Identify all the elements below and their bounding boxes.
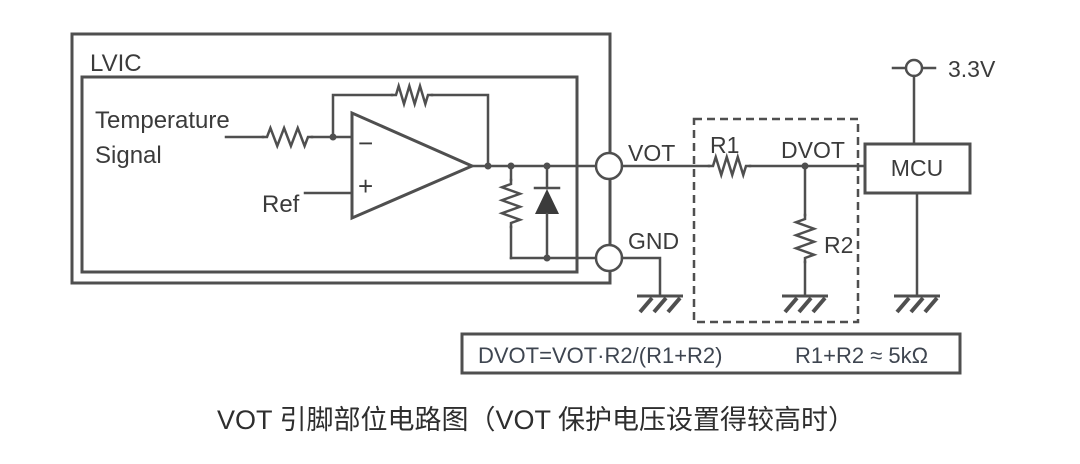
opamp-inverting-input-sign: − [358,128,373,158]
gnd-pin-circle [594,243,624,273]
gnd-pin-label: GND [628,228,679,254]
mcu-label: MCU [891,155,943,181]
clamp-diode-icon [535,189,559,214]
supply-voltage-label: 3.3V [948,56,996,82]
supply-terminal-circle [904,58,924,78]
dvot-label: DVOT [781,137,845,163]
opamp-noninverting-input-sign: + [358,171,373,201]
feedback-resistor [390,81,434,109]
lvic-label: LVIC [90,50,142,77]
figure-caption: VOT 引脚部位电路图（VOT 保护电压设置得较高时） [217,405,855,435]
r1-resistor [707,152,752,180]
gnd-pin-wire [620,256,662,296]
formula-box [460,332,962,375]
feedback-wire-right [430,93,490,168]
ref-label: Ref [262,191,300,218]
r2-label: R2 [824,232,853,258]
divider-network-dashed-box [692,117,860,324]
input-signal-label-line2: Signal [95,142,162,169]
ground-symbol-r2 [782,294,828,314]
feedback-wire-left [331,93,394,139]
vot-pin-label: VOT [628,140,675,166]
ground-symbol-gnd-pin [637,294,683,314]
lvic-inner-box [80,75,579,274]
feedback-node-dot [484,162,492,170]
formula-condition: R1+R2 ≈ 5kΩ [795,343,928,368]
r2-resistor [792,213,818,264]
r1-label: R1 [710,132,739,158]
ground-symbol-mcu [894,294,940,314]
shunt-resistor [498,178,524,229]
formula-equation: DVOT=VOT·R2/(R1+R2) [478,343,723,368]
opamp-triangle [350,110,476,221]
input-series-resistor [261,124,314,150]
vot-pin-circle [594,151,624,181]
input-signal-label-line1: Temperature [95,107,230,134]
